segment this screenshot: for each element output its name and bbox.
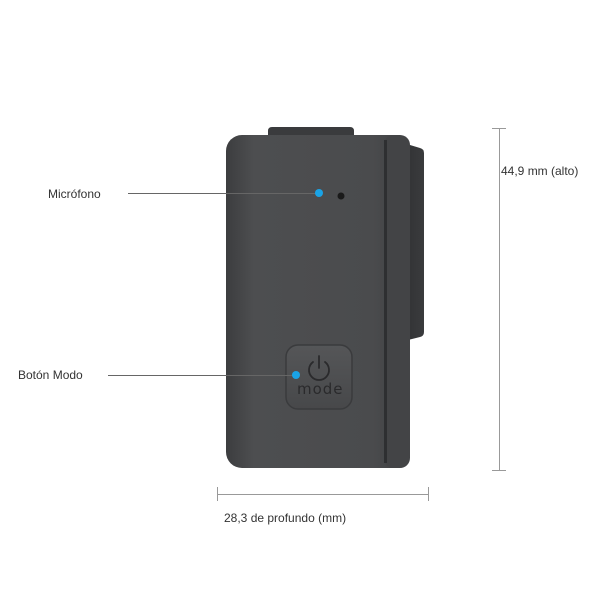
camera-edge-band xyxy=(384,135,410,468)
microphone-leader-line xyxy=(128,193,316,194)
height-dim-line xyxy=(499,128,500,471)
mode-button-callout-dot xyxy=(292,371,300,379)
camera-body xyxy=(226,135,410,468)
power-icon xyxy=(308,355,330,381)
mode-button-leader-line xyxy=(108,375,294,376)
mode-button-label: Botón Modo xyxy=(18,368,83,382)
microphone-hole xyxy=(337,192,345,200)
depth-dim-line xyxy=(217,494,429,495)
height-dimension-label: 44,9 mm (alto) xyxy=(501,164,579,178)
microphone-callout-dot xyxy=(315,189,323,197)
depth-dimension-label: 28,3 de profundo (mm) xyxy=(224,511,347,525)
microphone-label: Micrófono xyxy=(48,187,101,201)
height-dim-bottom-cap xyxy=(492,470,506,471)
mode-button-text: mode xyxy=(297,380,344,398)
depth-dim-right-cap xyxy=(428,487,429,501)
mode-button xyxy=(285,344,353,410)
